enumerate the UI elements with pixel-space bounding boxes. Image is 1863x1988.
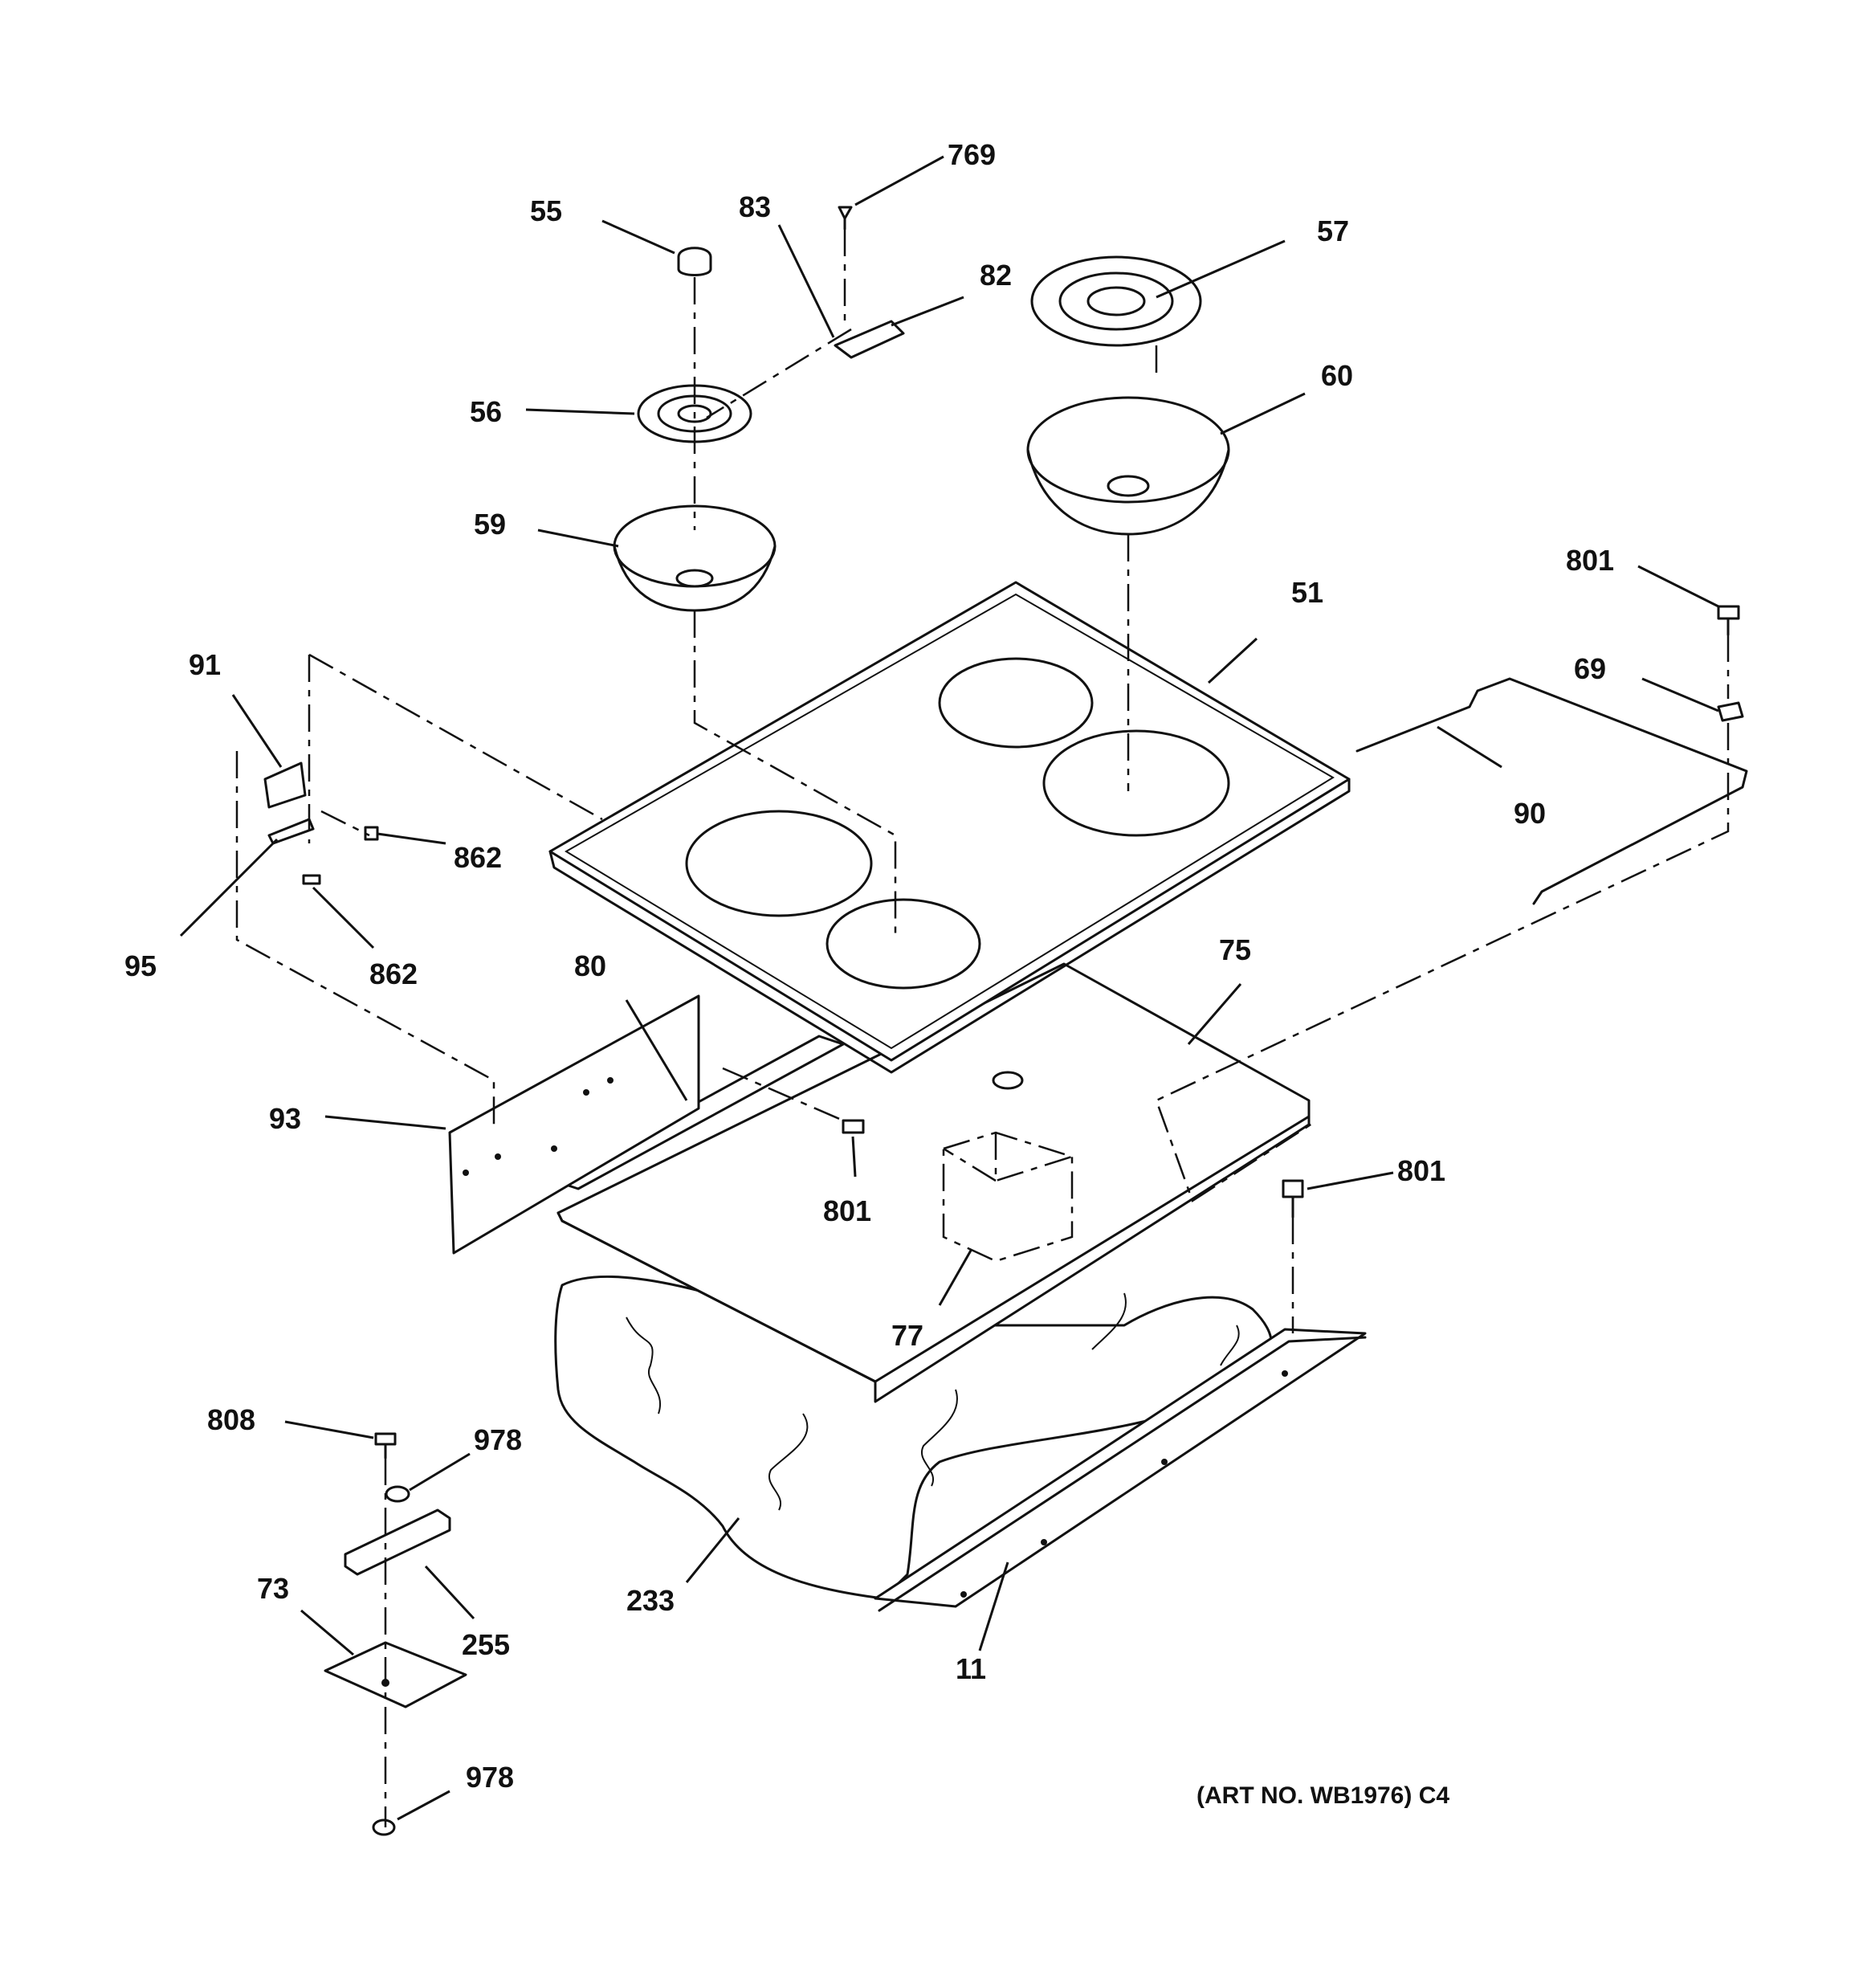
callout-255: 255 — [462, 1628, 510, 1661]
side-bracket — [448, 994, 700, 1255]
callout-57: 57 — [1317, 214, 1349, 247]
callout-73: 73 — [257, 1572, 289, 1605]
callout-801-top: 801 — [1566, 544, 1614, 577]
callout-91: 91 — [189, 648, 221, 681]
receptacle-82-83 — [834, 320, 905, 359]
wire-clamp-255 — [344, 1508, 451, 1576]
callout-55: 55 — [530, 194, 562, 227]
leader-lines — [179, 155, 1719, 1821]
cooktop-main-top — [548, 581, 1351, 1074]
callout-95: 95 — [124, 949, 157, 982]
clip-69 — [1717, 701, 1744, 722]
callout-862-upper: 862 — [454, 841, 502, 874]
callout-83: 83 — [739, 190, 771, 223]
screw-801-top — [1717, 605, 1740, 636]
screw-801-mid — [842, 1119, 865, 1134]
insulation-blanket — [554, 1276, 1273, 1600]
screw-801-right — [1282, 1179, 1304, 1219]
assembly-lines — [235, 229, 1730, 1827]
callout-801-right: 801 — [1397, 1154, 1445, 1187]
callout-82: 82 — [980, 259, 1012, 292]
callout-233: 233 — [626, 1584, 675, 1617]
large-drip-pan-60 — [1026, 396, 1230, 536]
callout-801-mid: 801 — [823, 1194, 871, 1227]
callout-56: 56 — [470, 395, 502, 428]
large-element-57 — [1030, 255, 1202, 347]
knob-cap-55 — [677, 247, 712, 276]
screw-862-b — [302, 874, 321, 885]
support-rod-90 — [1355, 677, 1748, 905]
plate-95 — [267, 818, 315, 845]
callout-11: 11 — [956, 1652, 986, 1685]
screw-862-a — [364, 826, 379, 841]
callout-60: 60 — [1321, 359, 1353, 392]
burner-box — [556, 962, 1311, 1403]
callout-69: 69 — [1574, 652, 1606, 685]
callout-77: 77 — [891, 1319, 923, 1352]
screw-808 — [374, 1432, 397, 1459]
front-trim-channel — [874, 1328, 1367, 1612]
callout-59: 59 — [474, 508, 506, 541]
callout-51: 51 — [1291, 576, 1323, 609]
nut-978-bottom — [372, 1819, 396, 1836]
washer-978-top — [385, 1485, 410, 1503]
callout-labels: 769 55 83 82 57 56 60 59 51 801 69 91 86… — [124, 138, 1614, 1794]
callout-978-top: 978 — [474, 1423, 522, 1456]
callout-90: 90 — [1514, 797, 1546, 830]
callout-80: 80 — [574, 949, 606, 982]
callout-808: 808 — [207, 1403, 255, 1436]
plate-73 — [324, 1641, 467, 1708]
hinge-bracket-91 — [263, 761, 307, 809]
callout-75: 75 — [1219, 933, 1251, 966]
callout-862-lower: 862 — [369, 957, 418, 990]
callout-93: 93 — [269, 1102, 301, 1135]
art-number: (ART NO. WB1976) C4 — [1196, 1782, 1449, 1809]
screw-769 — [838, 206, 853, 231]
terminal-block-box — [942, 1071, 1074, 1263]
callout-769: 769 — [948, 138, 996, 171]
small-drip-pan-59 — [613, 504, 777, 612]
callout-978-bottom: 978 — [466, 1761, 514, 1794]
